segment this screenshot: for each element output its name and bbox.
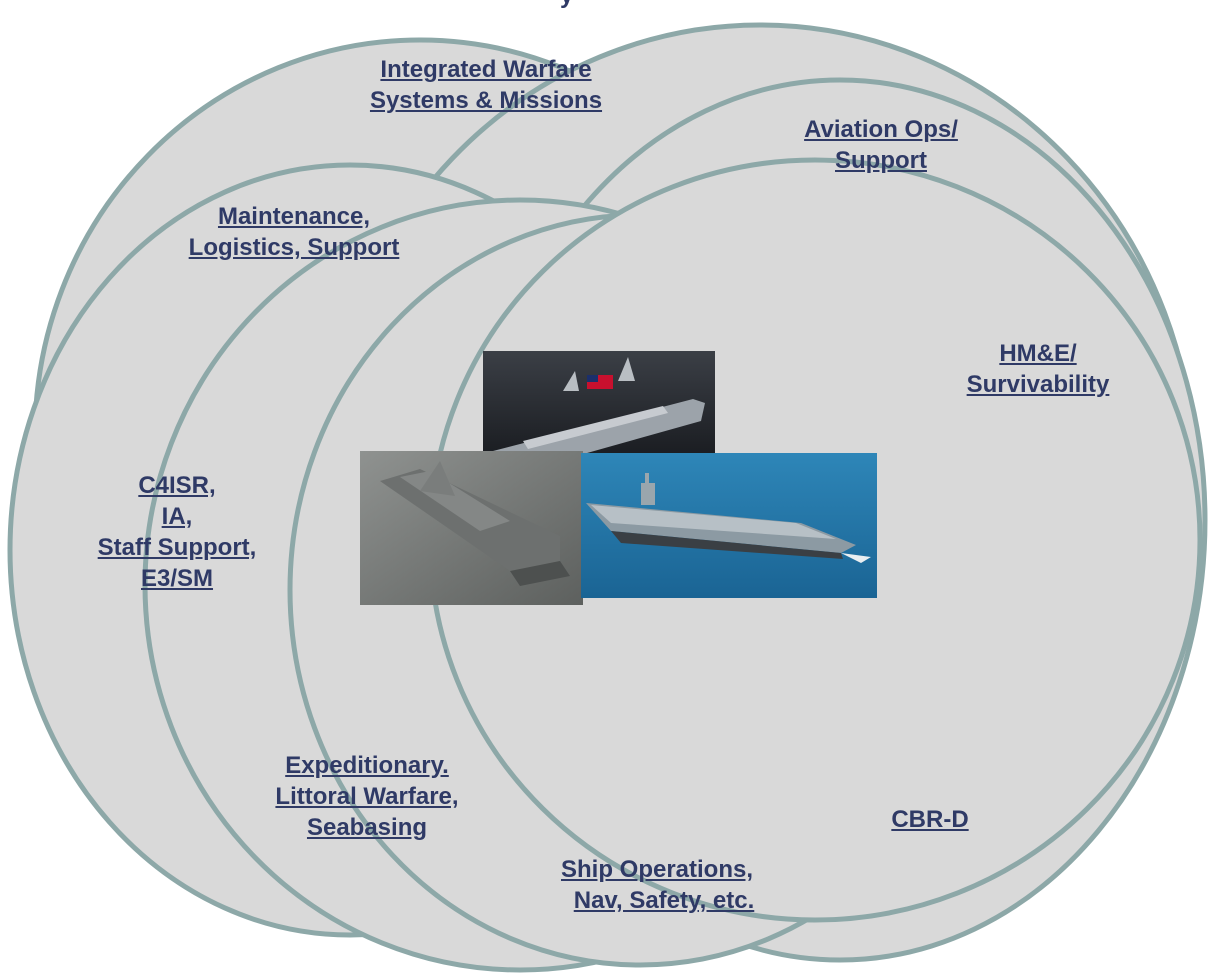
destroyer-photo — [360, 451, 583, 605]
label-c4isr-line4: E3/SM — [140, 565, 214, 592]
label-hme[interactable]: HM&E/ Survivability — [930, 338, 1146, 400]
label-expeditionary-line1: Expeditionary. — [285, 752, 449, 779]
label-cbrd[interactable]: CBR-D — [860, 804, 1000, 835]
label-c4isr[interactable]: C4ISR, IA, Staff Support, E3/SM — [64, 470, 290, 594]
label-expeditionary-line3: Seabasing — [306, 814, 428, 841]
aircraft-carrier-photo — [581, 453, 877, 598]
label-maintenance[interactable]: Maintenance, Logistics, Support — [146, 201, 442, 263]
label-c4isr-line3: Staff Support, — [97, 534, 257, 561]
label-c4isr-line2: IA, — [161, 503, 193, 530]
label-integrated-warfare-line1: Integrated Warfare — [380, 56, 592, 83]
label-hme-line2: Survivability — [966, 371, 1110, 398]
top-partial-label: y — [560, 0, 573, 10]
label-expeditionary-line2: Littoral Warfare, — [275, 783, 459, 810]
label-maintenance-line1: Maintenance, — [217, 203, 371, 230]
label-integrated-warfare-line2: Systems & Missions — [369, 87, 603, 114]
label-ship-operations-line1: Ship Operations, — [560, 856, 754, 883]
label-ship-operations[interactable]: Ship Operations, Nav, Safety, etc. — [516, 854, 798, 916]
label-maintenance-line2: Logistics, Support — [188, 234, 400, 261]
label-integrated-warfare[interactable]: Integrated Warfare Systems & Missions — [328, 54, 644, 116]
label-cbrd-line1: CBR-D — [891, 806, 969, 833]
label-hme-line1: HM&E/ — [999, 340, 1077, 367]
label-aviation[interactable]: Aviation Ops/ Support — [770, 114, 992, 176]
label-ship-operations-line2: Nav, Safety, etc. — [573, 887, 755, 914]
label-c4isr-line1: C4ISR, — [138, 472, 216, 499]
label-expeditionary[interactable]: Expeditionary. Littoral Warfare, Seabasi… — [236, 750, 498, 843]
label-aviation-line2: Support — [835, 147, 927, 174]
label-aviation-line1: Aviation Ops/ — [804, 116, 958, 143]
